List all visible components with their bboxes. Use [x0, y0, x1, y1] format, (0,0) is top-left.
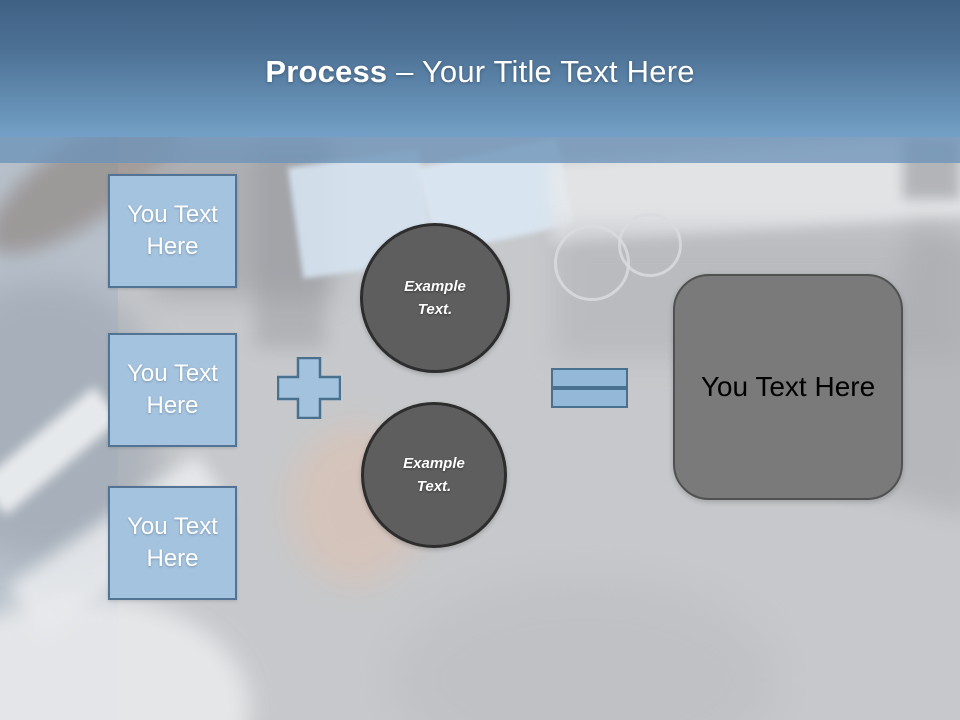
input-box-2[interactable]: You Text Here — [108, 333, 237, 447]
header: Process – Your Title Text Here — [0, 0, 960, 137]
photo-vent-ring — [618, 213, 682, 277]
input-box-1[interactable]: You Text Here — [108, 174, 237, 288]
input-box-2-label: You Text Here — [127, 360, 218, 419]
input-box-1-label: You Text Here — [127, 201, 218, 260]
slide-title-bold: Process — [265, 54, 388, 89]
header-band — [0, 137, 960, 163]
input-box-3-label: You Text Here — [127, 513, 218, 572]
example-circle-1[interactable]: Example Text. — [360, 223, 510, 373]
equals-icon[interactable] — [551, 363, 628, 412]
plus-icon[interactable] — [277, 357, 341, 419]
result-box-label: You Text Here — [700, 371, 876, 402]
slide-title-rest: – Your Title Text Here — [387, 54, 695, 89]
equals-bar-bottom — [551, 387, 628, 408]
example-circle-2-label: Example Text. — [403, 454, 465, 495]
input-box-3[interactable]: You Text Here — [108, 486, 237, 600]
example-circle-1-label: Example Text. — [404, 277, 466, 318]
equals-bar-top — [551, 367, 628, 388]
result-box[interactable]: You Text Here — [673, 274, 903, 500]
slide-title: Process – Your Title Text Here — [0, 54, 960, 90]
example-circle-2[interactable]: Example Text. — [361, 402, 507, 548]
